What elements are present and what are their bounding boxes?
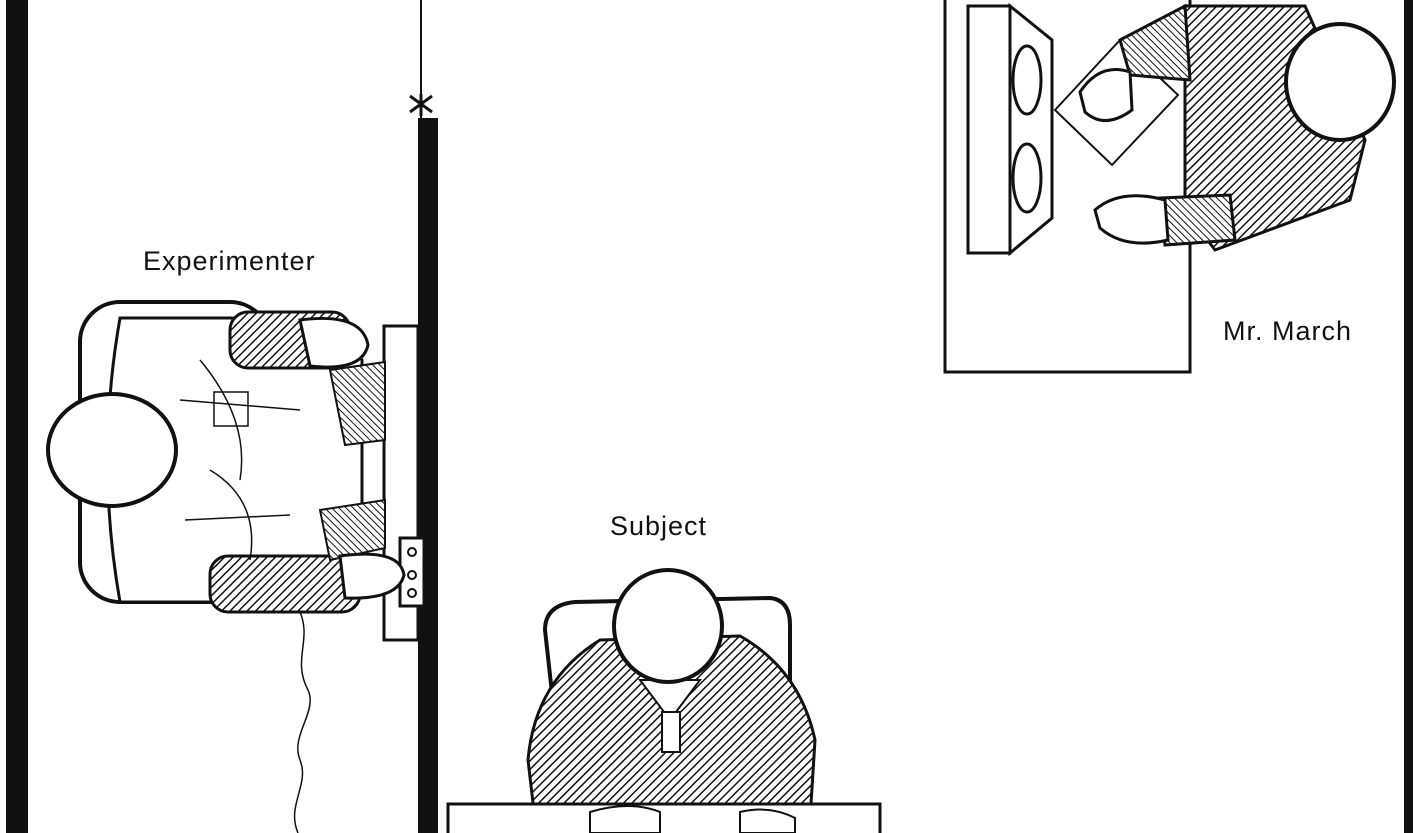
recording-device-side xyxy=(1008,2,1054,257)
recording-device-dials xyxy=(1011,44,1043,214)
experimenter-label: Experimenter xyxy=(143,246,316,276)
panel-dials xyxy=(407,547,417,598)
mr-march-head xyxy=(1284,22,1396,142)
mr-march-hands xyxy=(1078,68,1170,245)
experimenter-hands xyxy=(298,316,406,600)
left-outer-wall xyxy=(6,0,28,833)
panel-cable xyxy=(293,611,311,833)
experimenter-jacket-shadow-lower xyxy=(318,498,386,562)
experimenter-figure xyxy=(46,300,406,614)
wall-connector xyxy=(409,94,433,116)
mr-march-upper-arm xyxy=(1118,3,1192,82)
subject-desk xyxy=(446,802,882,833)
right-outer-wall xyxy=(1404,0,1413,833)
mr-march-area xyxy=(943,0,1396,374)
subject-head xyxy=(612,568,724,684)
subject-collar xyxy=(638,679,702,753)
subject-figure xyxy=(446,568,882,833)
recording-device xyxy=(966,4,1012,255)
subject-hands xyxy=(589,805,796,833)
subject-label: Subject xyxy=(610,511,708,541)
partition-wall xyxy=(418,118,438,833)
mr-march-lower-arm xyxy=(1158,193,1237,247)
experimenter-clothing-lines xyxy=(179,359,301,561)
mr-march-label: Mr. March xyxy=(1223,316,1353,346)
experimenter-head xyxy=(46,392,178,508)
experimenter-jacket-shadow xyxy=(328,360,386,447)
experimenter-left-arm xyxy=(208,554,362,614)
